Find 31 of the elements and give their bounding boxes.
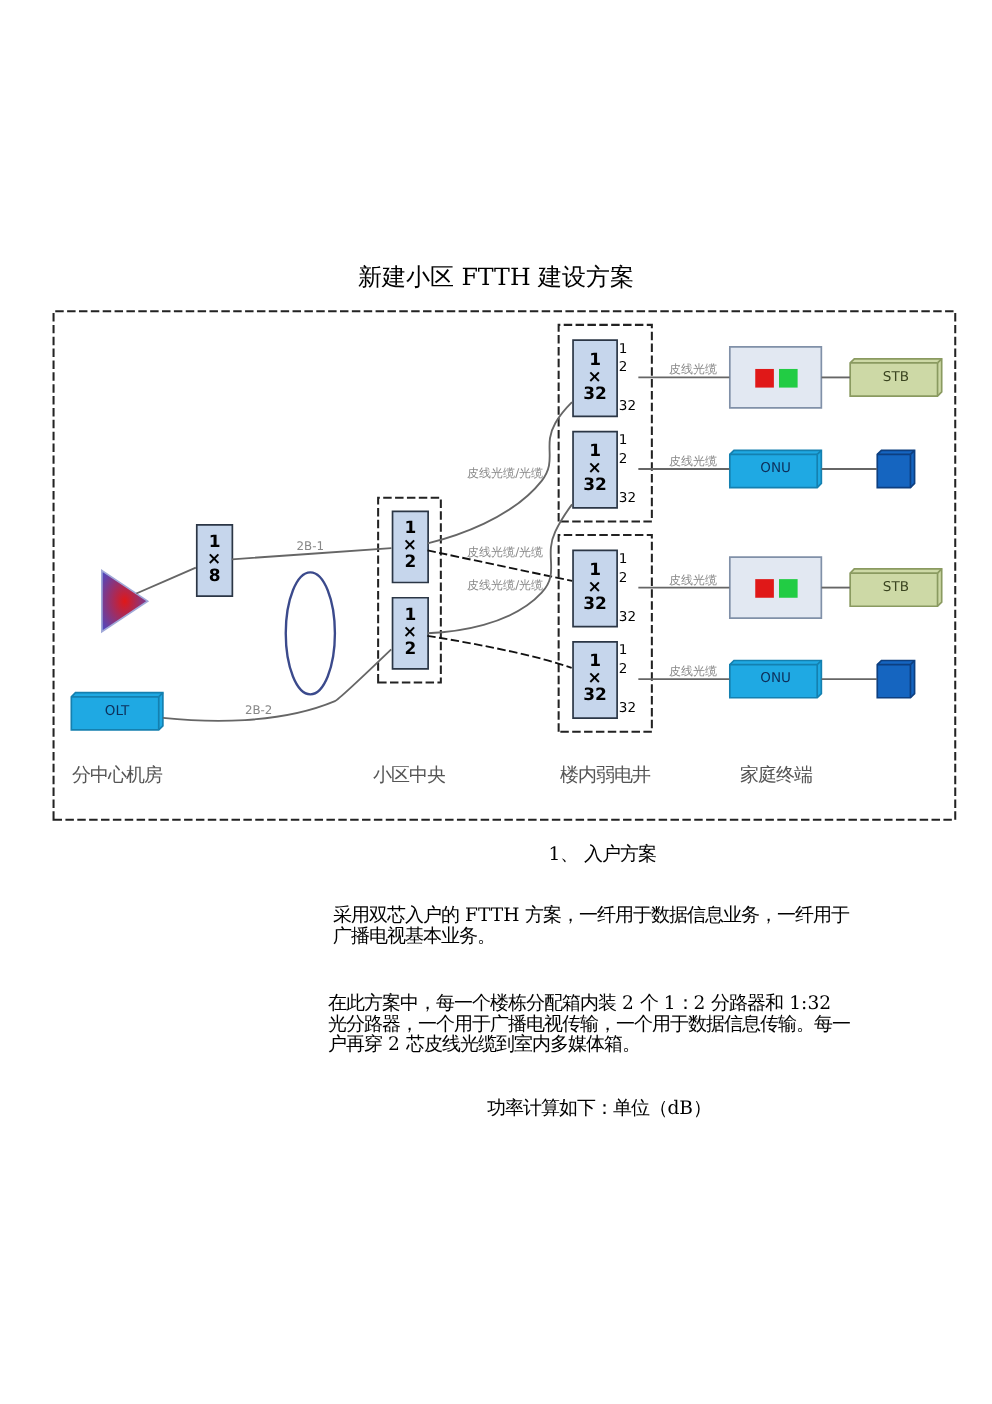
connector (426, 549, 574, 582)
node-ellipse (284, 571, 337, 696)
connector (426, 634, 573, 669)
label: 在此方案中，每一个楼栋分配箱内装 2 个 1：2 分路器和 1:32 光分路器，一个用于广播电视传输，一个用于数据信息传输。每一户再穿 2 芯皮线光缆到室内多媒体箱。 (328, 993, 851, 1056)
diagram-title: 新建小区 FTTH 建设方案 (357, 262, 635, 291)
connector (637, 468, 731, 470)
label: 家庭终端 (739, 764, 812, 787)
connector (426, 503, 573, 635)
node-box (728, 346, 823, 409)
label: 采用双芯入户的 FTTH 方案，一纤用于数据信息业务，一纤用于广播电视基本业务。 (333, 905, 850, 948)
node-triangle (101, 569, 150, 634)
connector (820, 376, 851, 379)
node-box (728, 556, 823, 619)
label: 楼内弱电井 (560, 764, 651, 787)
connector (230, 547, 393, 561)
connector (637, 586, 731, 589)
connector (820, 678, 879, 681)
connector (162, 648, 393, 722)
cluster (557, 534, 653, 733)
connector (820, 468, 879, 470)
label: 小区中央 (373, 764, 446, 787)
label: 分中心机房 (72, 764, 163, 787)
cluster (557, 323, 653, 523)
cluster (377, 496, 442, 684)
label: 1、 入户方案 (548, 844, 657, 867)
label: 功率计算如下：单位（dB） (487, 1098, 712, 1121)
connector (426, 401, 573, 545)
connector (820, 586, 851, 589)
connector (135, 566, 197, 595)
connector (637, 376, 731, 379)
connector (637, 678, 731, 681)
